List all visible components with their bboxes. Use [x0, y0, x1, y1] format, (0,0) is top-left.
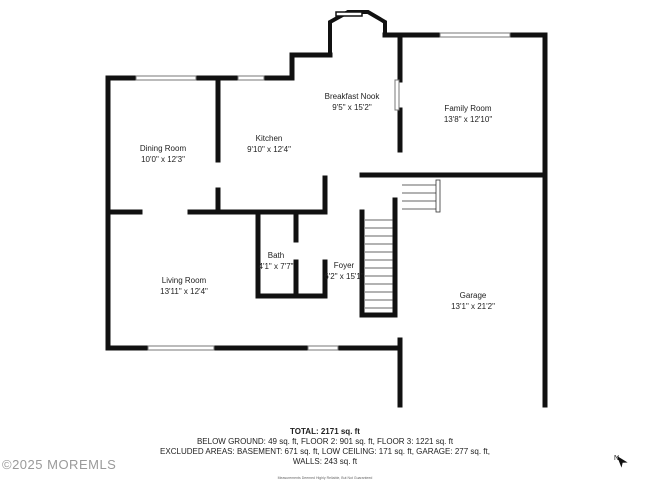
- room-garage: Garage 13'1" x 21'2": [451, 290, 495, 312]
- room-kitchen: Kitchen 9'10" x 12'4": [247, 133, 291, 155]
- excluded-areas: EXCLUDED AREAS: BASEMENT: 671 sq. ft, LO…: [160, 447, 490, 456]
- room-size: 13'1" x 21'2": [451, 302, 495, 311]
- room-size: 4'1" x 7'7": [258, 262, 294, 271]
- area-breakdown: BELOW GROUND: 49 sq. ft, FLOOR 2: 901 sq…: [196, 437, 454, 446]
- room-name: Breakfast Nook: [324, 92, 380, 101]
- room-name: Living Room: [161, 276, 207, 285]
- room-name: Bath: [267, 251, 285, 260]
- windows: [135, 32, 511, 351]
- room-size: 10'0" x 12'3": [141, 155, 185, 164]
- room-name: Foyer: [333, 261, 355, 270]
- stairs: [365, 179, 441, 309]
- room-dining-room: Dining Room 10'0" x 12'3": [140, 143, 186, 165]
- room-breakfast-nook: Breakfast Nook 9'5" x 15'2": [325, 91, 380, 113]
- bay-window: [328, 10, 387, 55]
- wall-garage: [397, 172, 548, 408]
- wall-west-north: [105, 52, 333, 351]
- walls: [105, 32, 548, 408]
- room-bath: Bath 4'1" x 7'7": [259, 250, 294, 272]
- room-name: Dining Room: [139, 144, 187, 153]
- wall-family-room: [382, 32, 548, 178]
- wall-bath: [255, 209, 328, 299]
- room-family-room: Family Room 13'8" x 12'10": [444, 103, 492, 125]
- disclaimer: Measurements Deemed Highly Reliable, But…: [277, 476, 373, 480]
- room-name: Kitchen: [255, 134, 283, 143]
- walls-area: WALLS: 243 sq. ft: [292, 457, 358, 466]
- room-name: Garage: [459, 291, 487, 300]
- room-size: 13'8" x 12'10": [443, 115, 493, 124]
- room-size: 6'2" x 15'1": [324, 272, 364, 281]
- room-living-room: Living Room 13'11" x 12'4": [160, 275, 208, 297]
- compass-icon: [616, 455, 628, 468]
- room-name: Family Room: [444, 104, 492, 113]
- room-size: 9'5" x 15'2": [332, 103, 372, 112]
- room-size: 13'11" x 12'4": [160, 287, 208, 296]
- watermark: ©2025 MOREMLS: [2, 457, 117, 472]
- room-size: 9'10" x 12'4": [247, 145, 291, 154]
- room-foyer: Foyer 6'2" x 15'1": [324, 260, 363, 282]
- total-area: TOTAL: 2171 sq. ft: [290, 427, 360, 436]
- compass-label: N: [614, 455, 619, 462]
